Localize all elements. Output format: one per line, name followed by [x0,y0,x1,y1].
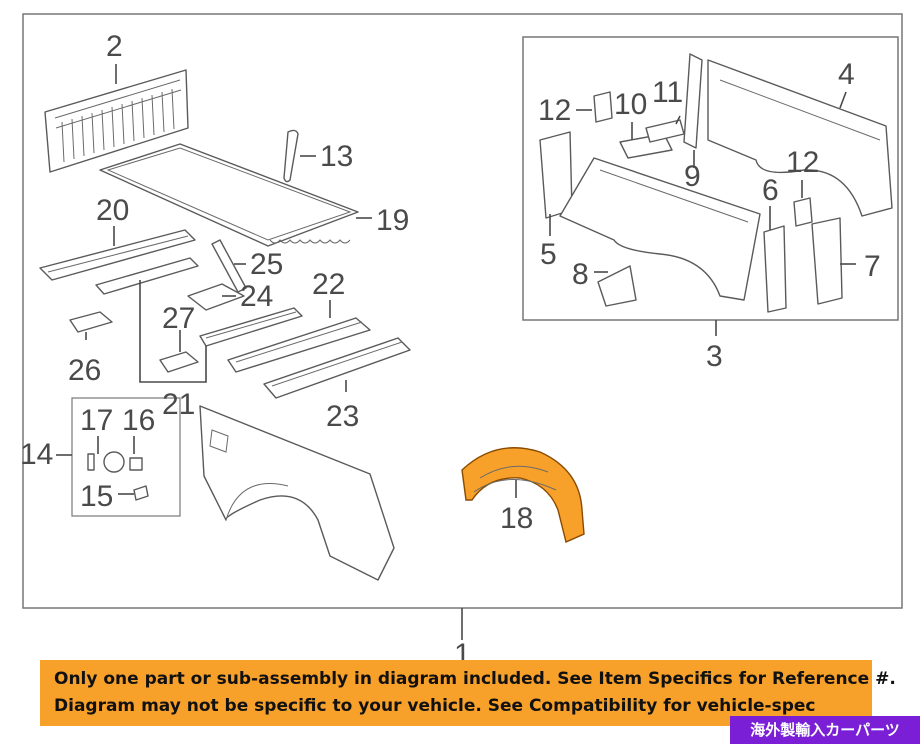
notice-line-2: Diagram may not be specific to your vehi… [54,696,816,716]
callout-13: 13 [320,140,353,173]
part-pillar-6 [763,225,787,313]
part-bracket-8 [597,265,637,307]
callout-17: 17 [80,404,113,437]
callout-9: 9 [684,160,701,193]
callout-2: 2 [106,30,123,63]
part-fender [199,405,395,581]
part-sill-23 [263,337,411,399]
part-bracket-24 [187,283,245,311]
callout-26: 26 [68,354,101,387]
callout-10: 10 [614,88,647,121]
fastener-group-frame [71,397,181,517]
callout-11: 11 [652,76,683,109]
callout-14: 14 [20,438,53,471]
callout-19: 19 [376,204,409,237]
import-parts-badge: 海外製輸入カーパーツ [730,716,920,744]
part-pillar-9 [683,53,703,149]
part-bracket-12a [593,91,613,123]
notice-banner: Only one part or sub-assembly in diagram… [40,660,896,726]
callout-21: 21 [162,388,195,421]
callout-24: 24 [240,280,273,313]
callout-6: 6 [762,174,779,207]
part-clip-16 [129,457,143,471]
part-strap [211,239,247,293]
part-wheelhouse-detail [473,465,557,493]
part-fuel-door [103,451,125,473]
callout-23: 23 [326,400,359,433]
callout-27: 27 [162,302,195,335]
callout-12-upper: 12 [538,94,571,127]
callout-5: 5 [540,238,557,271]
part-bracket-27 [159,351,199,373]
callout-3: 3 [706,340,723,373]
part-rod [283,129,299,183]
leader-lines [56,64,856,640]
part-inner-panel [559,157,761,301]
part-bracket-11 [645,119,685,143]
part-bracket-12b [793,197,813,227]
part-sill-22 [227,317,371,373]
subassembly-frame [522,36,899,321]
part-bed-floor [99,143,359,247]
part-cross-sill [39,229,199,295]
callout-18: 18 [500,502,533,535]
callout-12-lower: 12 [786,146,819,179]
part-sills-21 [199,307,303,347]
part-bracket-26 [69,311,113,333]
callout-8: 8 [572,258,589,291]
part-bed-side-panel [707,59,893,217]
part-pillar-7 [811,217,843,305]
callout-25: 25 [250,248,283,281]
callout-7: 7 [864,250,881,283]
part-clip-17 [87,453,95,471]
part-bolt-15 [133,485,149,501]
part-tailgate [44,69,189,173]
callout-4: 4 [838,58,855,91]
callout-15: 15 [80,480,113,513]
callout-20: 20 [96,194,129,227]
notice-line-1: Only one part or sub-assembly in diagram… [54,669,896,689]
callout-16: 16 [122,404,155,437]
callout-22: 22 [312,268,345,301]
